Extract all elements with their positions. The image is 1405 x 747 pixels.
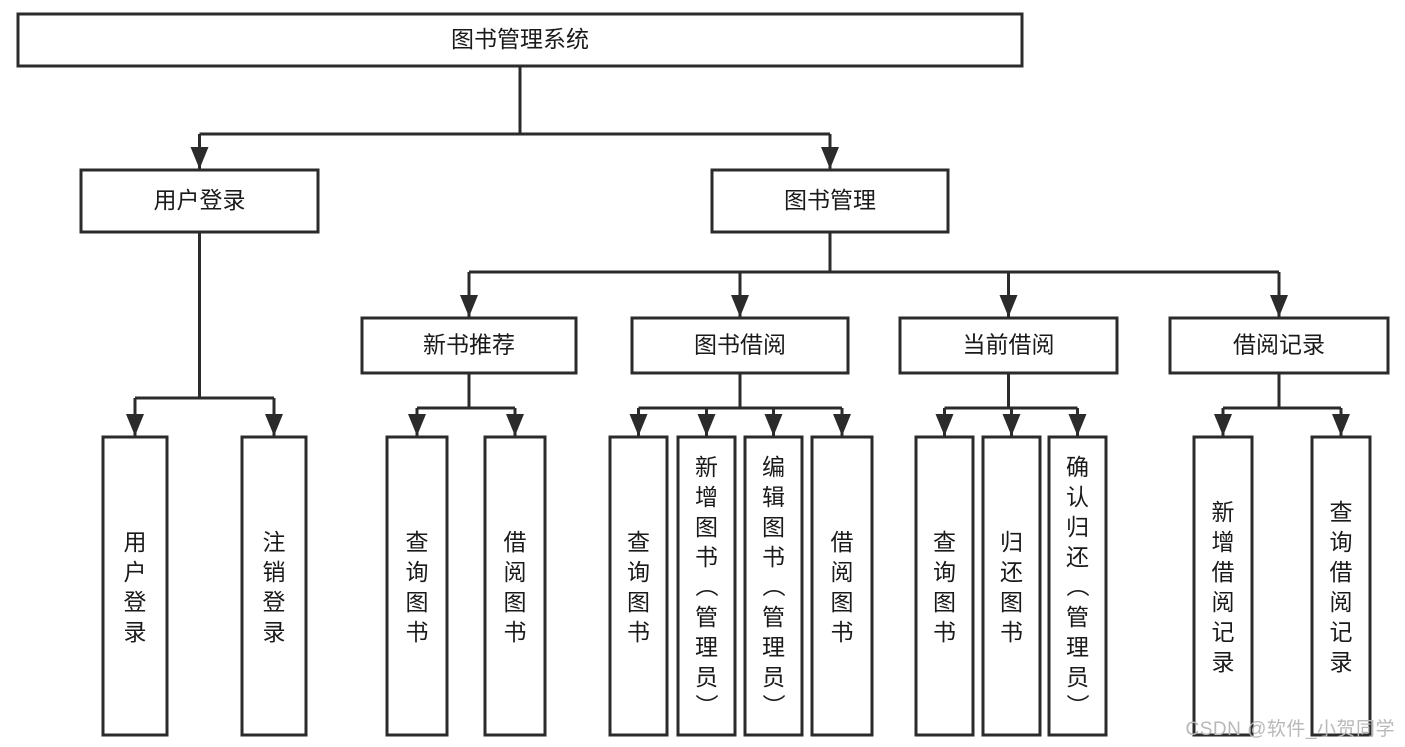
node-leaf-return-book[interactable]: 归还图书 [981,435,1042,737]
arrow-head-icon [506,414,524,436]
arrow-head-icon [935,414,954,436]
node-label: 新增图书︵管理员︶ [695,454,719,720]
node-label: 查询图书 [627,529,650,645]
node-box[interactable] [483,435,547,737]
node-box[interactable] [710,168,950,234]
node-leaf-edit-book[interactable]: 编辑图书︵管理员︶ [743,435,804,737]
node-box[interactable] [630,316,850,375]
node-leaf-borrow-book-rec[interactable]: 借阅图书 [483,435,547,737]
node-label: 借阅图书 [504,529,527,645]
arrow-head-icon [999,295,1018,317]
arrow-head-icon [1002,414,1021,436]
node-box[interactable] [385,435,449,737]
arrow-head-icon [460,295,478,317]
node-leaf-add-book[interactable]: 新增图书︵管理员︶ [676,435,737,737]
node-box[interactable] [1168,316,1390,375]
node-label: 用户登录 [154,187,246,213]
node-label: 图书借阅 [694,332,786,358]
node-label: 用户登录 [124,529,147,645]
node-user-login[interactable]: 用户登录 [79,168,320,234]
node-leaf-add-record[interactable]: 新增借阅记录 [1192,435,1254,737]
node-box[interactable] [1047,435,1108,737]
node-box[interactable] [240,435,308,737]
node-book-borrow[interactable]: 图书借阅 [630,316,850,375]
node-leaf-borrow-book[interactable]: 借阅图书 [810,435,874,737]
arrow-head-icon [629,414,648,436]
node-label: 图书管理 [784,187,876,213]
arrow-head-icon [1270,295,1288,317]
node-label: 借阅图书 [831,529,854,645]
node-new-book-rec[interactable]: 新书推荐 [360,316,578,375]
node-label: 新书推荐 [423,332,515,358]
node-current-borrow[interactable]: 当前借阅 [898,316,1119,375]
node-leaf-confirm-return[interactable]: 确认归还︵管理员︶ [1047,435,1108,737]
node-box[interactable] [743,435,804,737]
node-leaf-user-login[interactable]: 用户登录 [101,435,169,737]
node-root-system[interactable]: 图书管理系统 [16,12,1024,68]
node-leaf-query-book-rec[interactable]: 查询图书 [385,435,449,737]
node-box[interactable] [898,316,1119,375]
node-box[interactable] [16,12,1024,68]
node-label: 当前借阅 [963,332,1055,358]
node-box[interactable] [981,435,1042,737]
arrow-head-icon [1068,414,1087,436]
node-box[interactable] [101,435,169,737]
node-box[interactable] [676,435,737,737]
arrow-head-icon [126,414,144,436]
watermark-text: CSDN @软件_小贺同学 [1185,719,1395,740]
node-box[interactable] [1192,435,1254,737]
node-label: 图书管理系统 [451,26,589,52]
arrow-head-icon [731,295,749,317]
node-leaf-logout[interactable]: 注销登录 [240,435,308,737]
node-box[interactable] [810,435,874,737]
node-label: 查询图书 [933,529,956,645]
arrow-head-icon [408,414,426,436]
node-label: 查询借阅记录 [1330,499,1353,675]
node-box[interactable] [360,316,578,375]
arrow-head-icon [764,414,783,436]
arrow-head-icon [1214,414,1232,436]
node-box[interactable] [914,435,975,737]
node-layer: 图书管理系统用户登录图书管理新书推荐图书借阅当前借阅借阅记录用户登录注销登录查询… [16,12,1390,737]
node-label: 确认归还︵管理员︶ [1066,454,1090,720]
arrow-head-icon [190,147,209,169]
arrow-head-icon [1332,414,1350,436]
connector-layer [126,66,1350,436]
arrow-head-icon [697,414,716,436]
node-label: 编辑图书︵管理员︶ [762,454,786,720]
node-label: 借阅记录 [1233,332,1325,358]
arrow-head-icon [265,414,283,436]
node-borrow-record[interactable]: 借阅记录 [1168,316,1390,375]
node-book-manage[interactable]: 图书管理 [710,168,950,234]
node-label: 归还图书 [1000,529,1023,645]
node-label: 查询图书 [406,529,429,645]
arrow-head-icon [833,414,851,436]
node-label: 新增借阅记录 [1212,499,1235,675]
node-leaf-query-book-borrow[interactable]: 查询图书 [608,435,669,737]
arrow-head-icon [821,147,839,169]
node-leaf-query-record[interactable]: 查询借阅记录 [1310,435,1372,737]
node-leaf-query-book-cur[interactable]: 查询图书 [914,435,975,737]
node-box[interactable] [608,435,669,737]
node-box[interactable] [79,168,320,234]
node-label: 注销登录 [263,529,286,645]
node-box[interactable] [1310,435,1372,737]
